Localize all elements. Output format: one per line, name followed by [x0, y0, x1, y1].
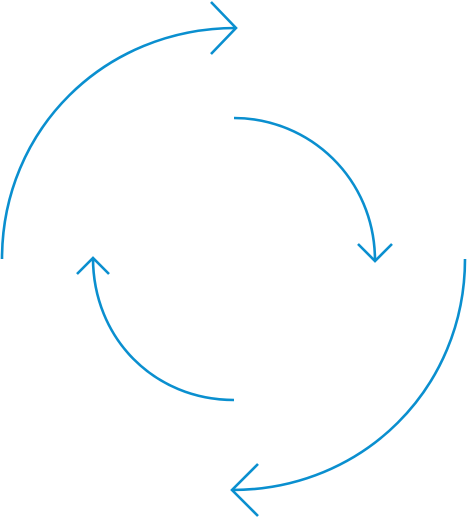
inner-arc-bottom-left	[91, 257, 235, 402]
inner-arrow-bottom-left	[76, 256, 235, 402]
outer-arrow-top-left	[0, 1, 238, 260]
arrowhead-right-icon	[210, 1, 238, 55]
outer-arc-top-left	[0, 26, 237, 260]
outer-arc-bottom-right	[231, 258, 467, 492]
outer-arrow-bottom-right	[230, 258, 467, 517]
arrowhead-left-icon	[230, 463, 259, 517]
arrowhead-down-icon	[357, 243, 393, 263]
inner-arc-top-right	[233, 116, 377, 262]
arrowhead-up-icon	[76, 256, 110, 275]
inner-arrow-top-right	[233, 116, 393, 263]
